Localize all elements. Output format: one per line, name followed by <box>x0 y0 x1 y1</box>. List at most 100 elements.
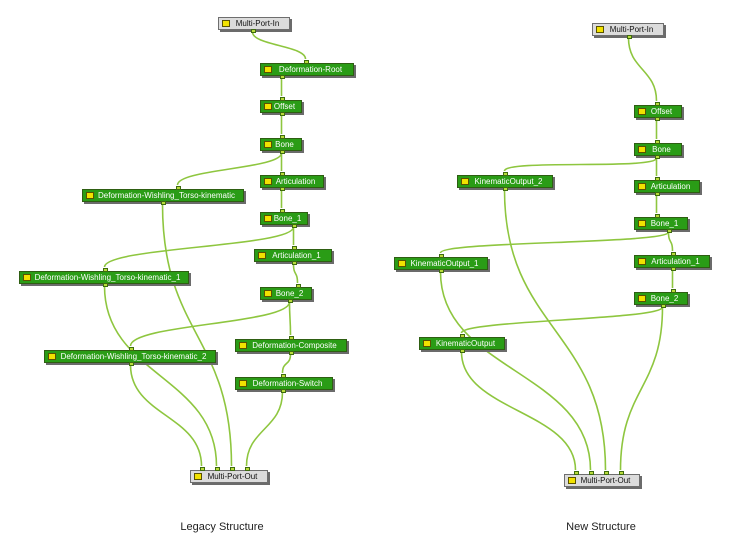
wire-L-dwtk1-to-L-mpo <box>103 285 218 467</box>
node-label: Multi-Port-Out <box>207 472 258 481</box>
input-port[interactable] <box>215 467 220 471</box>
node-icon <box>86 192 94 199</box>
input-port[interactable] <box>655 177 660 181</box>
output-port[interactable] <box>281 389 286 393</box>
input-port[interactable] <box>460 334 465 338</box>
node-deformation-root[interactable]: Deformation-Root <box>260 60 354 79</box>
input-port[interactable] <box>280 209 285 213</box>
node-bone-new[interactable]: Bone <box>634 140 682 159</box>
input-port[interactable] <box>296 284 301 288</box>
node-label: Bone_2 <box>650 294 679 303</box>
input-port[interactable] <box>439 254 444 258</box>
input-port[interactable] <box>103 268 108 272</box>
input-port[interactable] <box>304 60 309 64</box>
wire-N-bone-to-N-ko2 <box>503 157 658 172</box>
input-port[interactable] <box>655 214 660 218</box>
input-port[interactable] <box>671 252 676 256</box>
node-multi-port-out-legacy[interactable]: Multi-Port-Out <box>190 467 268 483</box>
node-label: Bone_2 <box>275 289 304 298</box>
input-port[interactable] <box>574 471 579 475</box>
input-port[interactable] <box>655 140 660 144</box>
output-port[interactable] <box>103 283 108 287</box>
node-deformation-wishling-torso-kinematic-2[interactable]: Deformation-Wishling_Torso-kinematic_2 <box>44 347 216 366</box>
input-port[interactable] <box>280 135 285 139</box>
input-port[interactable] <box>245 467 250 471</box>
node-bone-legacy[interactable]: Bone <box>260 135 302 154</box>
node-label: Articulation <box>650 182 691 191</box>
node-icon <box>423 340 431 347</box>
input-port[interactable] <box>619 471 624 475</box>
output-port[interactable] <box>655 117 660 121</box>
output-port[interactable] <box>667 229 672 233</box>
node-label: Multi-Port-In <box>609 25 654 34</box>
output-port[interactable] <box>627 35 632 39</box>
input-port[interactable] <box>280 172 285 176</box>
node-label: Articulation_1 <box>651 257 700 266</box>
node-kinematic-output-2[interactable]: KinematicOutput_2 <box>457 172 553 191</box>
output-port[interactable] <box>251 29 256 33</box>
input-port[interactable] <box>200 467 205 471</box>
node-articulation-1-legacy[interactable]: Articulation_1 <box>254 246 332 265</box>
node-label: Articulation_1 <box>272 251 321 260</box>
input-port[interactable] <box>671 289 676 293</box>
node-multi-port-in-legacy[interactable]: Multi-Port-In <box>218 17 290 33</box>
wire-N-ko-to-N-mpo <box>460 351 577 471</box>
wire-L-bone1-to-L-dwtk1 <box>103 226 295 268</box>
input-port[interactable] <box>281 374 286 378</box>
output-port[interactable] <box>292 224 297 228</box>
node-deformation-switch[interactable]: Deformation-Switch <box>235 374 333 393</box>
output-port[interactable] <box>671 267 676 271</box>
node-kinematic-output[interactable]: KinematicOutput <box>419 334 505 353</box>
node-bone-2-legacy[interactable]: Bone_2 <box>260 284 312 303</box>
output-port[interactable] <box>280 112 285 116</box>
node-offset-legacy[interactable]: Offset <box>260 97 302 116</box>
node-label: Multi-Port-Out <box>580 476 631 485</box>
input-port[interactable] <box>289 336 294 340</box>
node-bone-1-new[interactable]: Bone_1 <box>634 214 688 233</box>
output-port[interactable] <box>503 187 508 191</box>
node-offset-new[interactable]: Offset <box>634 102 682 121</box>
input-port[interactable] <box>280 97 285 101</box>
input-port[interactable] <box>129 347 134 351</box>
output-port[interactable] <box>661 304 666 308</box>
output-port[interactable] <box>280 150 285 154</box>
node-multi-port-in-new[interactable]: Multi-Port-In <box>592 23 664 39</box>
input-port[interactable] <box>292 246 297 250</box>
output-port[interactable] <box>288 299 293 303</box>
node-deformation-wishling-torso-kinematic[interactable]: Deformation-Wishling_Torso-kinematic <box>82 186 244 205</box>
node-multi-port-out-new[interactable]: Multi-Port-Out <box>564 471 640 487</box>
output-port[interactable] <box>655 155 660 159</box>
node-kinematic-output-1[interactable]: KinematicOutput_1 <box>394 254 488 273</box>
node-label: Articulation <box>275 177 316 186</box>
input-port[interactable] <box>589 471 594 475</box>
node-label: Deformation-Wishling_Torso-kinematic_2 <box>60 352 207 361</box>
input-port[interactable] <box>230 467 235 471</box>
input-port[interactable] <box>176 186 181 190</box>
node-articulation-legacy[interactable]: Articulation <box>260 172 324 191</box>
output-port[interactable] <box>655 192 660 196</box>
node-label: Deformation-Wishling_Torso-kinematic <box>98 191 235 200</box>
node-deformation-wishling-torso-kinematic-1[interactable]: Deformation-Wishling_Torso-kinematic_1 <box>19 268 189 287</box>
node-bone-1-legacy[interactable]: Bone_1 <box>260 209 308 228</box>
input-port[interactable] <box>503 172 508 176</box>
output-port[interactable] <box>292 261 297 265</box>
input-port[interactable] <box>655 102 660 106</box>
input-port[interactable] <box>604 471 609 475</box>
output-port[interactable] <box>289 351 294 355</box>
node-label: Deformation-Composite <box>252 341 337 350</box>
output-port[interactable] <box>460 349 465 353</box>
output-port[interactable] <box>280 187 285 191</box>
node-icon <box>264 178 272 185</box>
output-port[interactable] <box>129 362 134 366</box>
output-port[interactable] <box>439 269 444 273</box>
node-icon <box>222 20 230 27</box>
node-bone-2-new[interactable]: Bone_2 <box>634 289 688 308</box>
node-articulation-new[interactable]: Articulation <box>634 177 700 196</box>
node-label: Deformation-Wishling_Torso-kinematic_1 <box>34 273 181 282</box>
output-port[interactable] <box>161 201 166 205</box>
output-port[interactable] <box>280 75 285 79</box>
node-deformation-composite[interactable]: Deformation-Composite <box>235 336 347 355</box>
node-icon <box>638 183 646 190</box>
wire-L-artic1-to-L-bone2 <box>292 263 299 284</box>
node-articulation-1-new[interactable]: Articulation_1 <box>634 252 710 271</box>
